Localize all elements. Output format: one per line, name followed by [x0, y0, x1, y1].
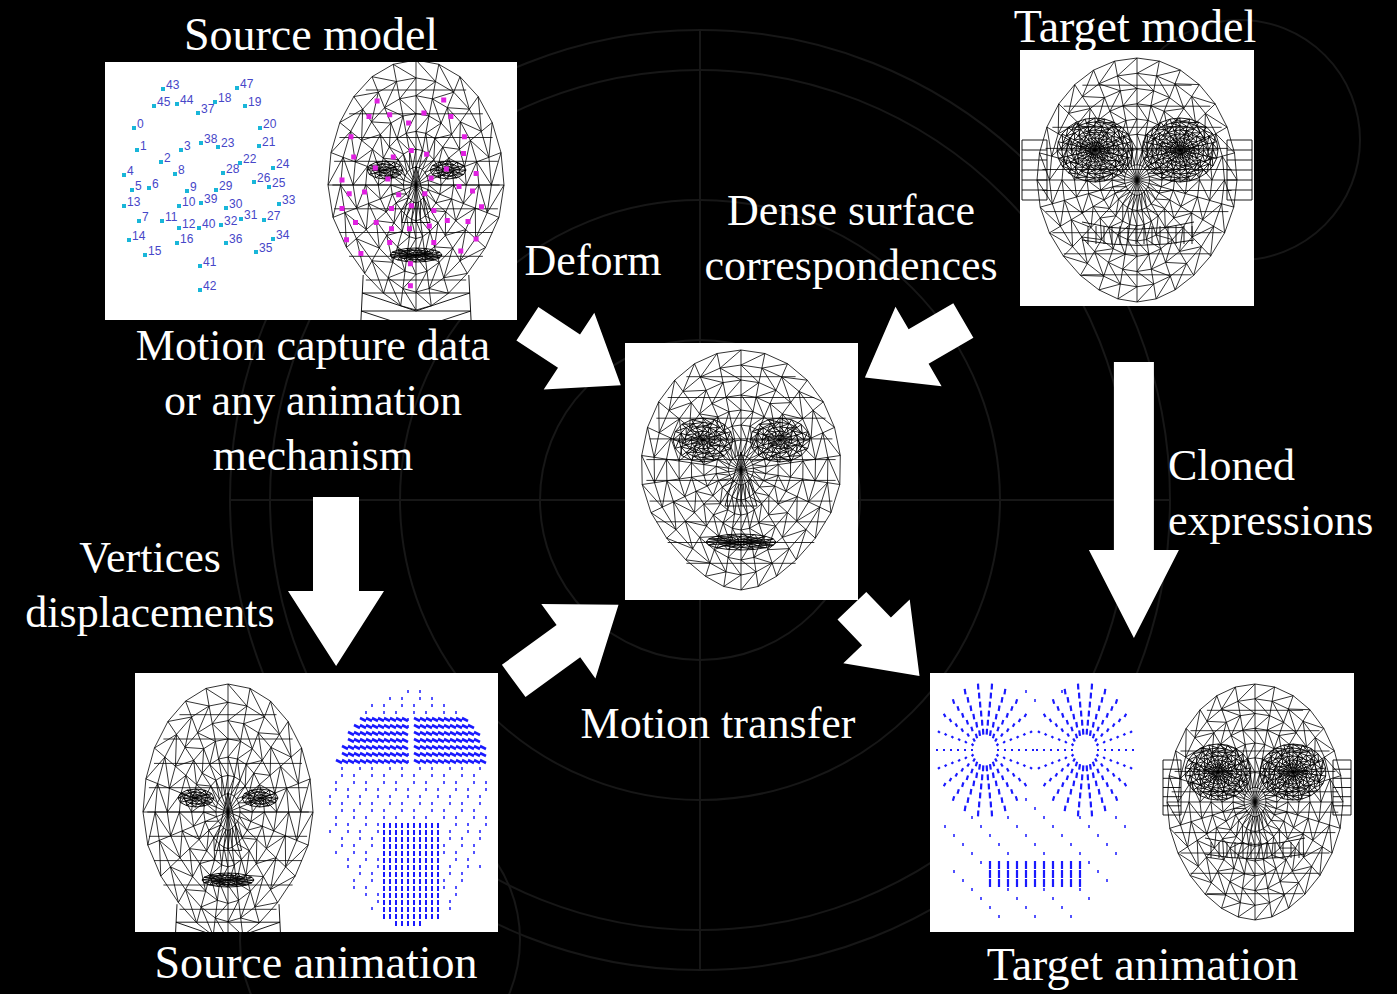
arrow-label: Dense surface correspondences: [681, 183, 1021, 293]
marker-number: 13: [127, 196, 140, 209]
marker-number: 11: [165, 211, 177, 224]
marker-number: 26: [257, 172, 270, 185]
marker-number: 33: [282, 194, 295, 207]
marker-number: 41: [203, 256, 216, 269]
marker-number: 15: [148, 245, 161, 258]
box-title: Target animation: [925, 940, 1360, 990]
capture-point: [340, 98, 485, 289]
arrow-label: Vertices displacements: [10, 530, 290, 640]
marker-number: 24: [276, 158, 289, 171]
face-mesh: [1167, 684, 1343, 920]
face-features: [673, 418, 810, 550]
displacement-vector: [936, 684, 1134, 887]
target-animation-wireframe: [936, 684, 1351, 920]
marker-dot: [122, 86, 281, 292]
marker-number: 27: [267, 210, 280, 223]
marker-number: 30: [229, 198, 242, 211]
block-arrow: [288, 497, 384, 666]
arrow-label: Deform: [518, 236, 668, 286]
block-arrow: [1089, 362, 1179, 638]
marker-number: 25: [272, 177, 285, 190]
marker-number: 19: [248, 96, 261, 109]
marker-number: 47: [240, 78, 253, 91]
target-head-wireframe: [1022, 58, 1252, 302]
marker-number: 10: [182, 196, 195, 209]
displacement-vector: [330, 690, 486, 910]
image-box: Source animation: [130, 672, 504, 992]
marker-number: 8: [178, 164, 185, 177]
displacement-vector: [945, 690, 1125, 918]
marker-number: 40: [202, 218, 215, 231]
marker-number: 29: [219, 180, 232, 193]
marker-number: 45: [157, 96, 170, 109]
marker-number: 5: [135, 180, 142, 193]
box-caption: Motion capture data or any animation mec…: [123, 318, 503, 483]
source-animation-wireframe: [143, 684, 486, 932]
image-box: Target animation: [925, 672, 1362, 992]
displacement-vector: [384, 823, 438, 926]
block-arrow: [516, 307, 620, 390]
image-panel: [1020, 50, 1254, 306]
marker-number: 23: [221, 137, 234, 150]
marker-number: 35: [259, 242, 272, 255]
marker-number: 39: [204, 193, 217, 206]
image-panel: [625, 343, 858, 600]
deformed-mask-wireframe: [642, 350, 841, 590]
marker-number: 44: [180, 94, 193, 107]
face-features: [1022, 118, 1252, 245]
marker-number: 20: [263, 118, 276, 131]
marker-number: 36: [229, 233, 242, 246]
image-box: Target model: [985, 2, 1287, 308]
displacement-vector: [336, 718, 486, 763]
marker-number: 34: [276, 229, 289, 242]
marker-number: 16: [180, 233, 193, 246]
marker-number: 38: [204, 133, 217, 146]
marker-number: 31: [244, 209, 257, 222]
block-arrow: [502, 604, 619, 697]
marker-number: 32: [224, 215, 237, 228]
source-head-wireframe: [122, 62, 504, 320]
marker-number: 22: [243, 153, 256, 166]
marker-number: 28: [226, 163, 239, 176]
marker-number: 2: [164, 152, 171, 165]
marker-number: 21: [262, 136, 275, 149]
marker-number: 12: [182, 218, 195, 231]
marker-number: 9: [190, 181, 197, 194]
marker-number: 42: [203, 280, 216, 293]
face-mesh: [1037, 58, 1237, 302]
box-title: Source model: [105, 8, 517, 62]
face-mesh: [642, 350, 841, 590]
marker-number: 18: [218, 92, 231, 105]
arrow-label: Cloned expressions: [1168, 438, 1390, 548]
marker-number: 3: [184, 140, 191, 153]
marker-number: 14: [132, 230, 145, 243]
image-box: [625, 343, 858, 600]
face-features: [169, 789, 287, 932]
marker-number: 1: [140, 140, 147, 153]
image-panel: [930, 673, 1354, 932]
marker-number: 6: [152, 178, 159, 191]
marker-number: 43: [166, 79, 179, 92]
box-title: Target model: [985, 2, 1285, 52]
marker-number: 0: [137, 118, 144, 131]
block-arrow: [838, 592, 920, 676]
marker-number: 37: [201, 103, 214, 116]
block-arrow: [865, 303, 974, 386]
marker-number: 7: [142, 211, 149, 224]
face-features: [1163, 744, 1351, 859]
marker-number: 4: [127, 165, 134, 178]
arrow-label: Motion transfer: [573, 698, 863, 750]
box-title: Source animation: [130, 938, 502, 988]
image-panel: [105, 62, 517, 320]
